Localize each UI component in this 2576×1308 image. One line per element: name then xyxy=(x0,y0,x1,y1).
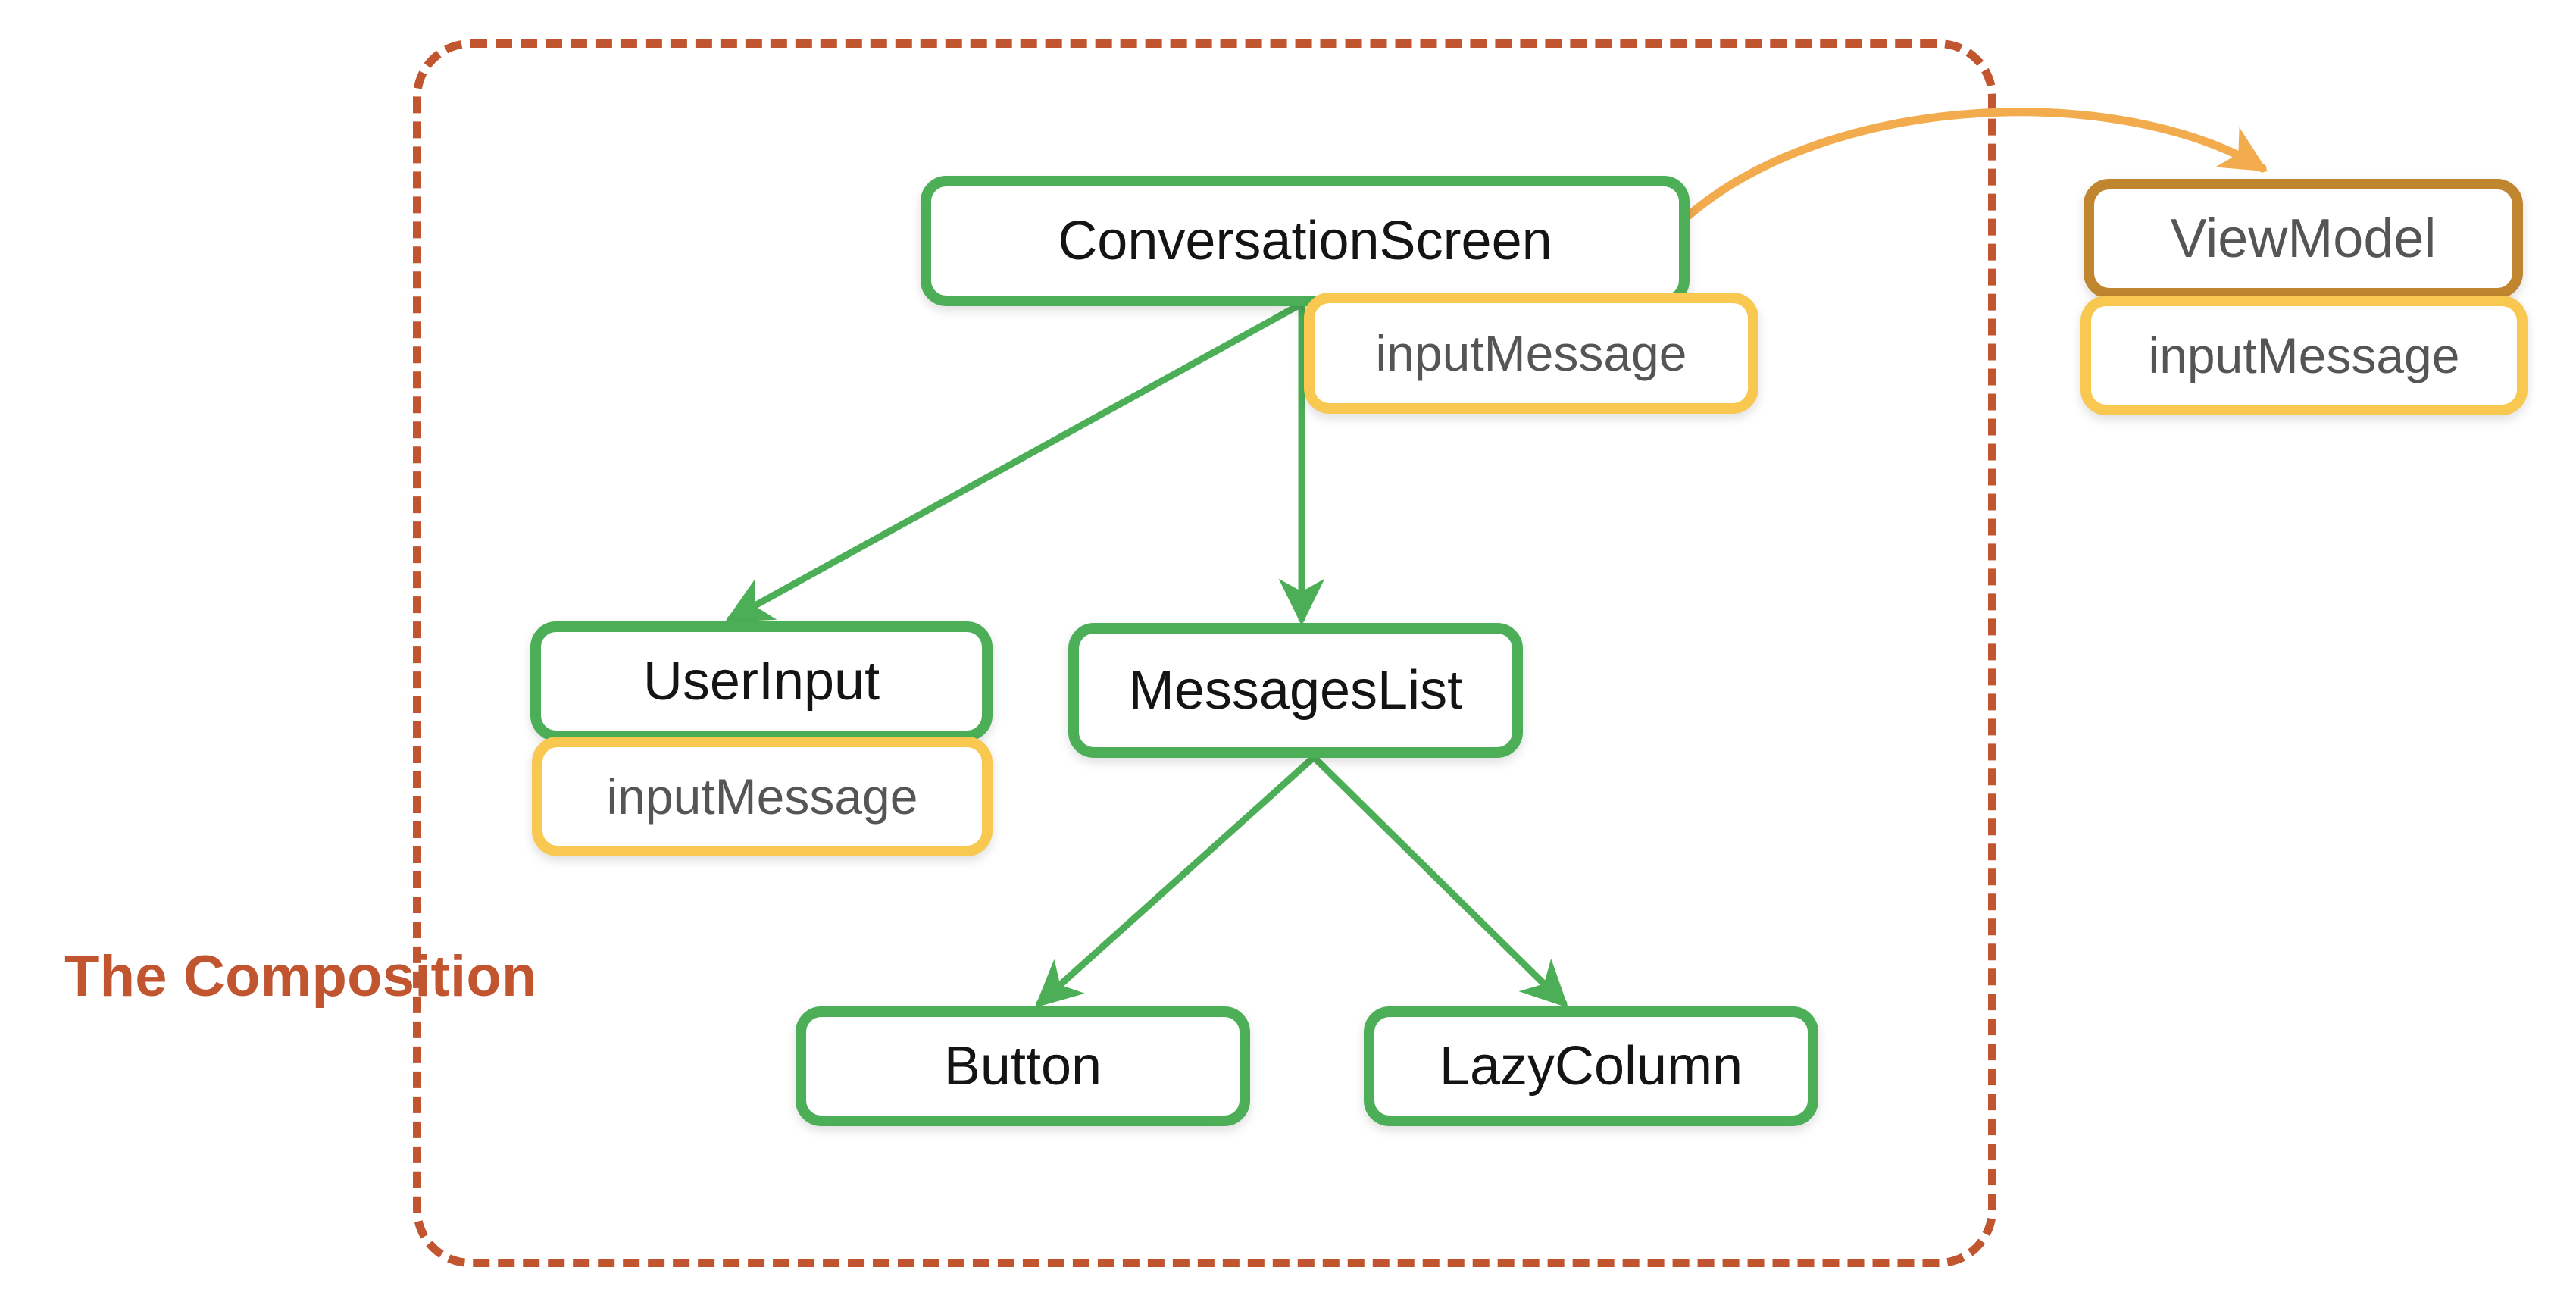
node-button-label: Button xyxy=(943,1036,1102,1097)
composition-title: The Composition xyxy=(64,944,537,1009)
state-user-input-inputmessage[interactable]: inputMessage xyxy=(532,737,993,856)
node-user-input-label: UserInput xyxy=(642,651,880,712)
state-user-input-inputmessage-label: inputMessage xyxy=(606,768,918,825)
state-view-model-inputmessage-label: inputMessage xyxy=(2148,327,2460,383)
node-conversation-screen-label: ConversationScreen xyxy=(1058,211,1552,271)
node-button[interactable]: Button xyxy=(796,1006,1250,1126)
node-messages-list[interactable]: MessagesList xyxy=(1068,623,1523,758)
node-view-model[interactable]: ViewModel xyxy=(2084,179,2523,299)
node-messages-list-label: MessagesList xyxy=(1128,660,1463,721)
state-conversation-screen-inputmessage-label: inputMessage xyxy=(1375,325,1687,381)
node-conversation-screen[interactable]: ConversationScreen xyxy=(921,176,1690,306)
state-view-model-inputmessage[interactable]: inputMessage xyxy=(2080,296,2528,415)
composition-boundary xyxy=(413,39,1996,1267)
node-lazy-column-label: LazyColumn xyxy=(1439,1036,1743,1097)
node-lazy-column[interactable]: LazyColumn xyxy=(1364,1006,1818,1126)
node-user-input[interactable]: UserInput xyxy=(530,621,993,741)
state-conversation-screen-inputmessage[interactable]: inputMessage xyxy=(1304,293,1758,414)
node-view-model-label: ViewModel xyxy=(2170,208,2437,269)
